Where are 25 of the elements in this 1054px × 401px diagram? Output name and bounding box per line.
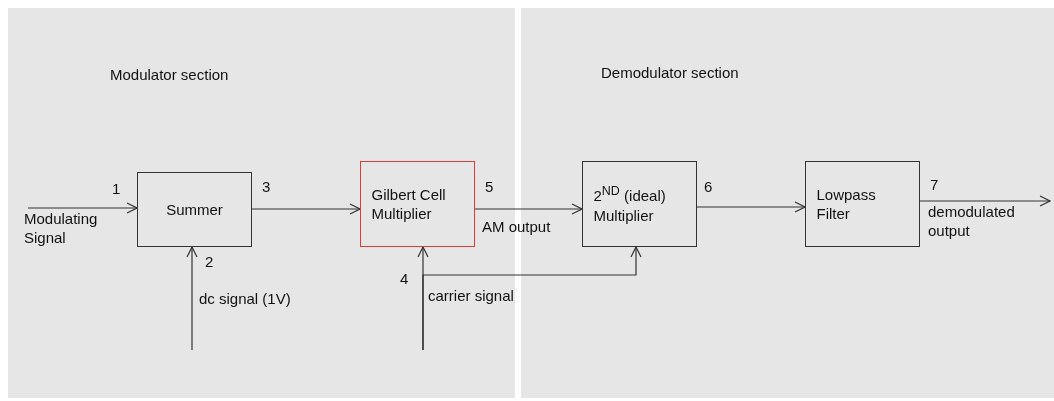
arrow — [474, 203, 583, 215]
edge-label: 6 — [704, 178, 714, 197]
section-title: Demodulator section — [601, 64, 739, 81]
edge-label: 3 — [262, 178, 272, 197]
signal-number: 1 — [112, 180, 121, 199]
edge-label: demodulated output — [928, 203, 1016, 241]
block-box: 2$^{ND}$ (ideal) Multiplier — [582, 161, 697, 247]
block-box: Lowpass Filter — [805, 161, 920, 247]
arrow — [422, 246, 642, 351]
arrow — [251, 203, 361, 215]
arrow — [696, 201, 806, 213]
arrow — [186, 246, 198, 351]
block-box: Gilbert Cell Multiplier — [360, 161, 475, 247]
signal-number: 4 — [400, 270, 409, 289]
arrow — [919, 195, 1051, 207]
signal-number: 2 — [205, 253, 214, 272]
section-title: Modulator section — [110, 66, 229, 83]
edge-label: Modulating Signal — [24, 210, 99, 248]
arrow — [27, 202, 138, 214]
edge-label: carrier signal — [428, 287, 515, 306]
signal-number: 7 — [930, 176, 939, 195]
block-box: Summer — [137, 172, 252, 247]
edge-label: dc signal (1V) — [199, 290, 292, 309]
edge-label: AM output — [482, 218, 552, 237]
signal-number: 5 — [485, 178, 494, 197]
